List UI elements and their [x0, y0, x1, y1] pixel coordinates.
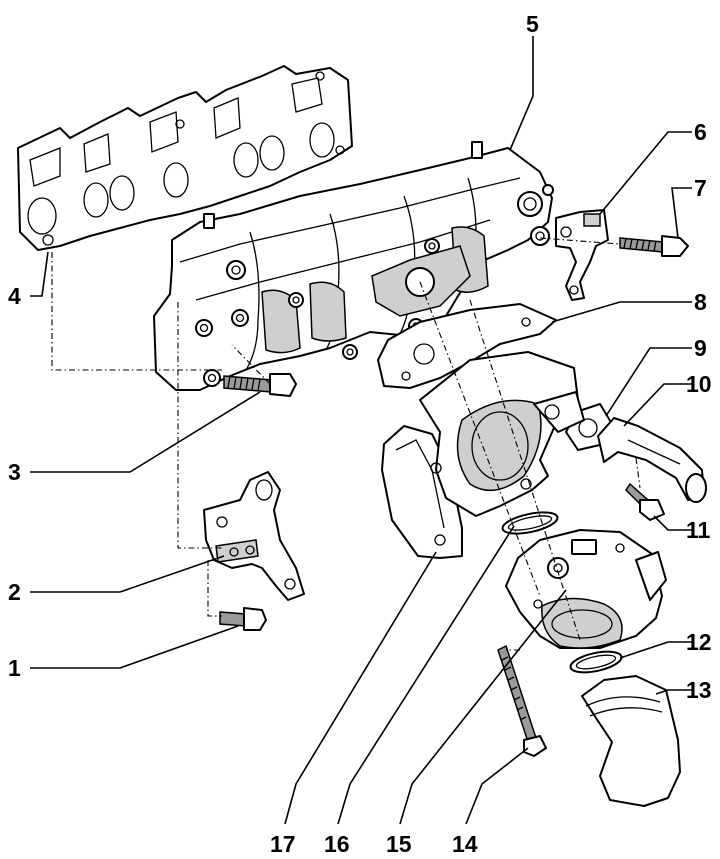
bolt-11 [625, 482, 665, 521]
callout-14: 14 [452, 831, 478, 857]
callout-13: 13 [686, 677, 712, 703]
callout-labels: 1 2 3 4 5 6 7 8 9 10 11 12 13 14 15 16 1… [8, 11, 712, 857]
callout-9: 9 [694, 335, 707, 361]
callout-1: 1 [8, 655, 21, 681]
callout-10: 10 [686, 371, 712, 397]
callout-11: 11 [686, 517, 711, 543]
callout-7: 7 [694, 175, 707, 201]
manifold-gasket [17, 65, 353, 251]
bolt-7 [619, 235, 689, 257]
callout-12: 12 [686, 629, 712, 655]
callout-15: 15 [386, 831, 412, 857]
callout-6: 6 [694, 119, 707, 145]
flange-gasket-8 [377, 303, 557, 389]
intake-hose-13 [581, 675, 681, 807]
callout-2: 2 [8, 579, 21, 605]
callout-8: 8 [694, 289, 707, 315]
callout-17: 17 [270, 831, 296, 857]
bolt-3 [223, 373, 297, 397]
callout-3: 3 [8, 459, 21, 485]
leader-lines [30, 36, 692, 825]
alignment-lines [51, 237, 641, 651]
throttle-body-flange [419, 351, 585, 517]
support-bracket-lower [203, 471, 305, 601]
callout-4: 4 [8, 283, 21, 309]
intake-manifold [153, 141, 554, 391]
egr-pipe-10 [597, 417, 707, 503]
long-bolt-14 [497, 644, 547, 757]
throttle-valve-15 [505, 529, 667, 649]
bolt-1 [219, 607, 267, 631]
callout-16: 16 [324, 831, 350, 857]
o-ring-12 [569, 650, 623, 674]
callout-5: 5 [526, 11, 539, 37]
support-bracket-upper [555, 209, 609, 301]
